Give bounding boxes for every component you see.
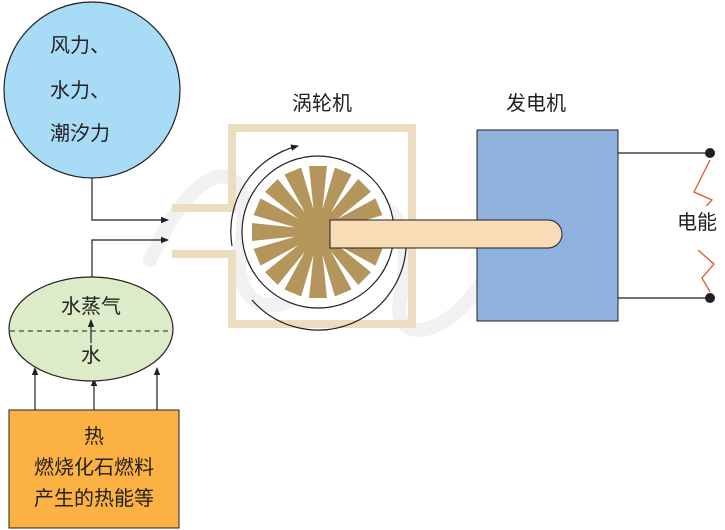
rotation-arrow xyxy=(230,144,299,247)
heat-source-title: 热 xyxy=(84,424,104,448)
steam-input-arrow xyxy=(91,236,169,277)
heat-source-line-thermal: 产生的热能等 xyxy=(34,486,154,510)
turbine-blade xyxy=(265,179,309,223)
renewable-line-wind: 风力、 xyxy=(50,33,110,57)
generator-label: 发电机 xyxy=(506,91,566,115)
renewable-line-tidal: 潮汐力 xyxy=(50,121,110,145)
spark-lower xyxy=(697,249,715,293)
input-lines xyxy=(91,178,169,277)
renewable-input-arrow xyxy=(91,178,169,224)
turbine-blade xyxy=(284,167,315,217)
turbine-blade xyxy=(321,167,352,217)
electric-energy-label: 电能 xyxy=(677,210,717,234)
turbine-blade xyxy=(327,179,371,223)
terminal-bottom xyxy=(705,293,715,303)
renewable-line-hydro: 水力、 xyxy=(50,78,110,102)
turbine-blade xyxy=(321,247,352,297)
energy-label-bg xyxy=(675,206,725,236)
rotation-arc-lower xyxy=(251,235,407,331)
output-wires xyxy=(618,152,710,299)
heat-source-box xyxy=(8,409,180,529)
steam-label: 水蒸气 xyxy=(61,294,121,318)
turbine-blade xyxy=(265,241,309,285)
heat-source-line-fossil: 燃烧化石燃料 xyxy=(34,455,154,479)
turbine-label: 涡轮机 xyxy=(292,91,352,115)
turbine-blade xyxy=(253,198,303,229)
water-label: 水 xyxy=(81,343,101,367)
turbine-shaft xyxy=(329,219,563,249)
turbine-blade xyxy=(327,241,371,285)
turbine-blade xyxy=(309,250,327,298)
heat-arrows xyxy=(31,367,161,410)
terminal-top xyxy=(705,148,715,158)
turbine-blade xyxy=(252,223,300,241)
turbine-blade xyxy=(284,247,315,297)
turbine-blade xyxy=(253,235,303,266)
turbine-blade xyxy=(309,166,327,214)
